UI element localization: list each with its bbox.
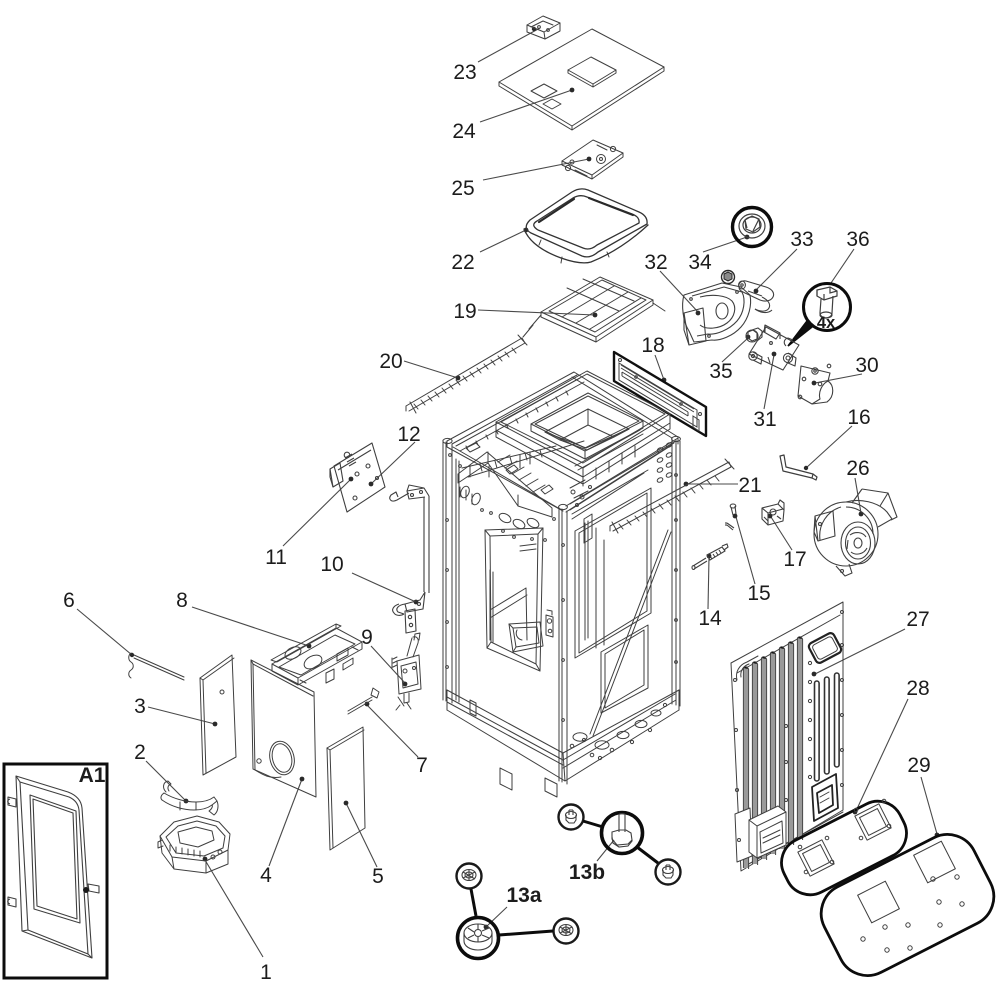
svg-text:6: 6 [63,589,75,612]
svg-text:14: 14 [698,607,722,630]
svg-text:34: 34 [688,251,712,274]
svg-text:9: 9 [361,626,373,649]
svg-text:1: 1 [260,961,272,984]
svg-text:2: 2 [134,741,146,764]
svg-text:33: 33 [790,228,813,251]
svg-text:4x: 4x [817,314,836,332]
svg-text:27: 27 [906,608,929,631]
svg-text:3: 3 [134,695,146,718]
svg-text:26: 26 [846,457,869,480]
svg-text:10: 10 [320,553,343,576]
svg-text:5: 5 [372,865,384,888]
svg-text:11: 11 [265,546,287,569]
svg-text:8: 8 [176,589,188,612]
svg-text:16: 16 [847,406,870,429]
svg-text:31: 31 [753,408,776,431]
svg-text:13a: 13a [506,884,541,907]
svg-text:32: 32 [644,251,667,274]
svg-text:30: 30 [855,354,878,377]
svg-text:36: 36 [846,228,869,251]
svg-text:28: 28 [906,677,929,700]
svg-text:20: 20 [379,350,402,373]
svg-text:25: 25 [451,177,474,200]
svg-text:19: 19 [453,300,476,323]
svg-text:18: 18 [641,334,664,357]
svg-text:7: 7 [416,754,428,777]
svg-text:A1: A1 [79,764,106,787]
svg-text:22: 22 [451,251,474,274]
svg-text:4: 4 [260,864,272,887]
svg-text:23: 23 [453,61,476,84]
svg-text:24: 24 [452,120,476,143]
svg-text:15: 15 [747,582,770,605]
svg-text:35: 35 [709,360,732,383]
svg-text:17: 17 [783,548,806,571]
svg-text:29: 29 [907,754,930,777]
svg-text:12: 12 [397,423,420,446]
svg-text:21: 21 [738,474,761,497]
svg-text:13b: 13b [569,861,605,884]
